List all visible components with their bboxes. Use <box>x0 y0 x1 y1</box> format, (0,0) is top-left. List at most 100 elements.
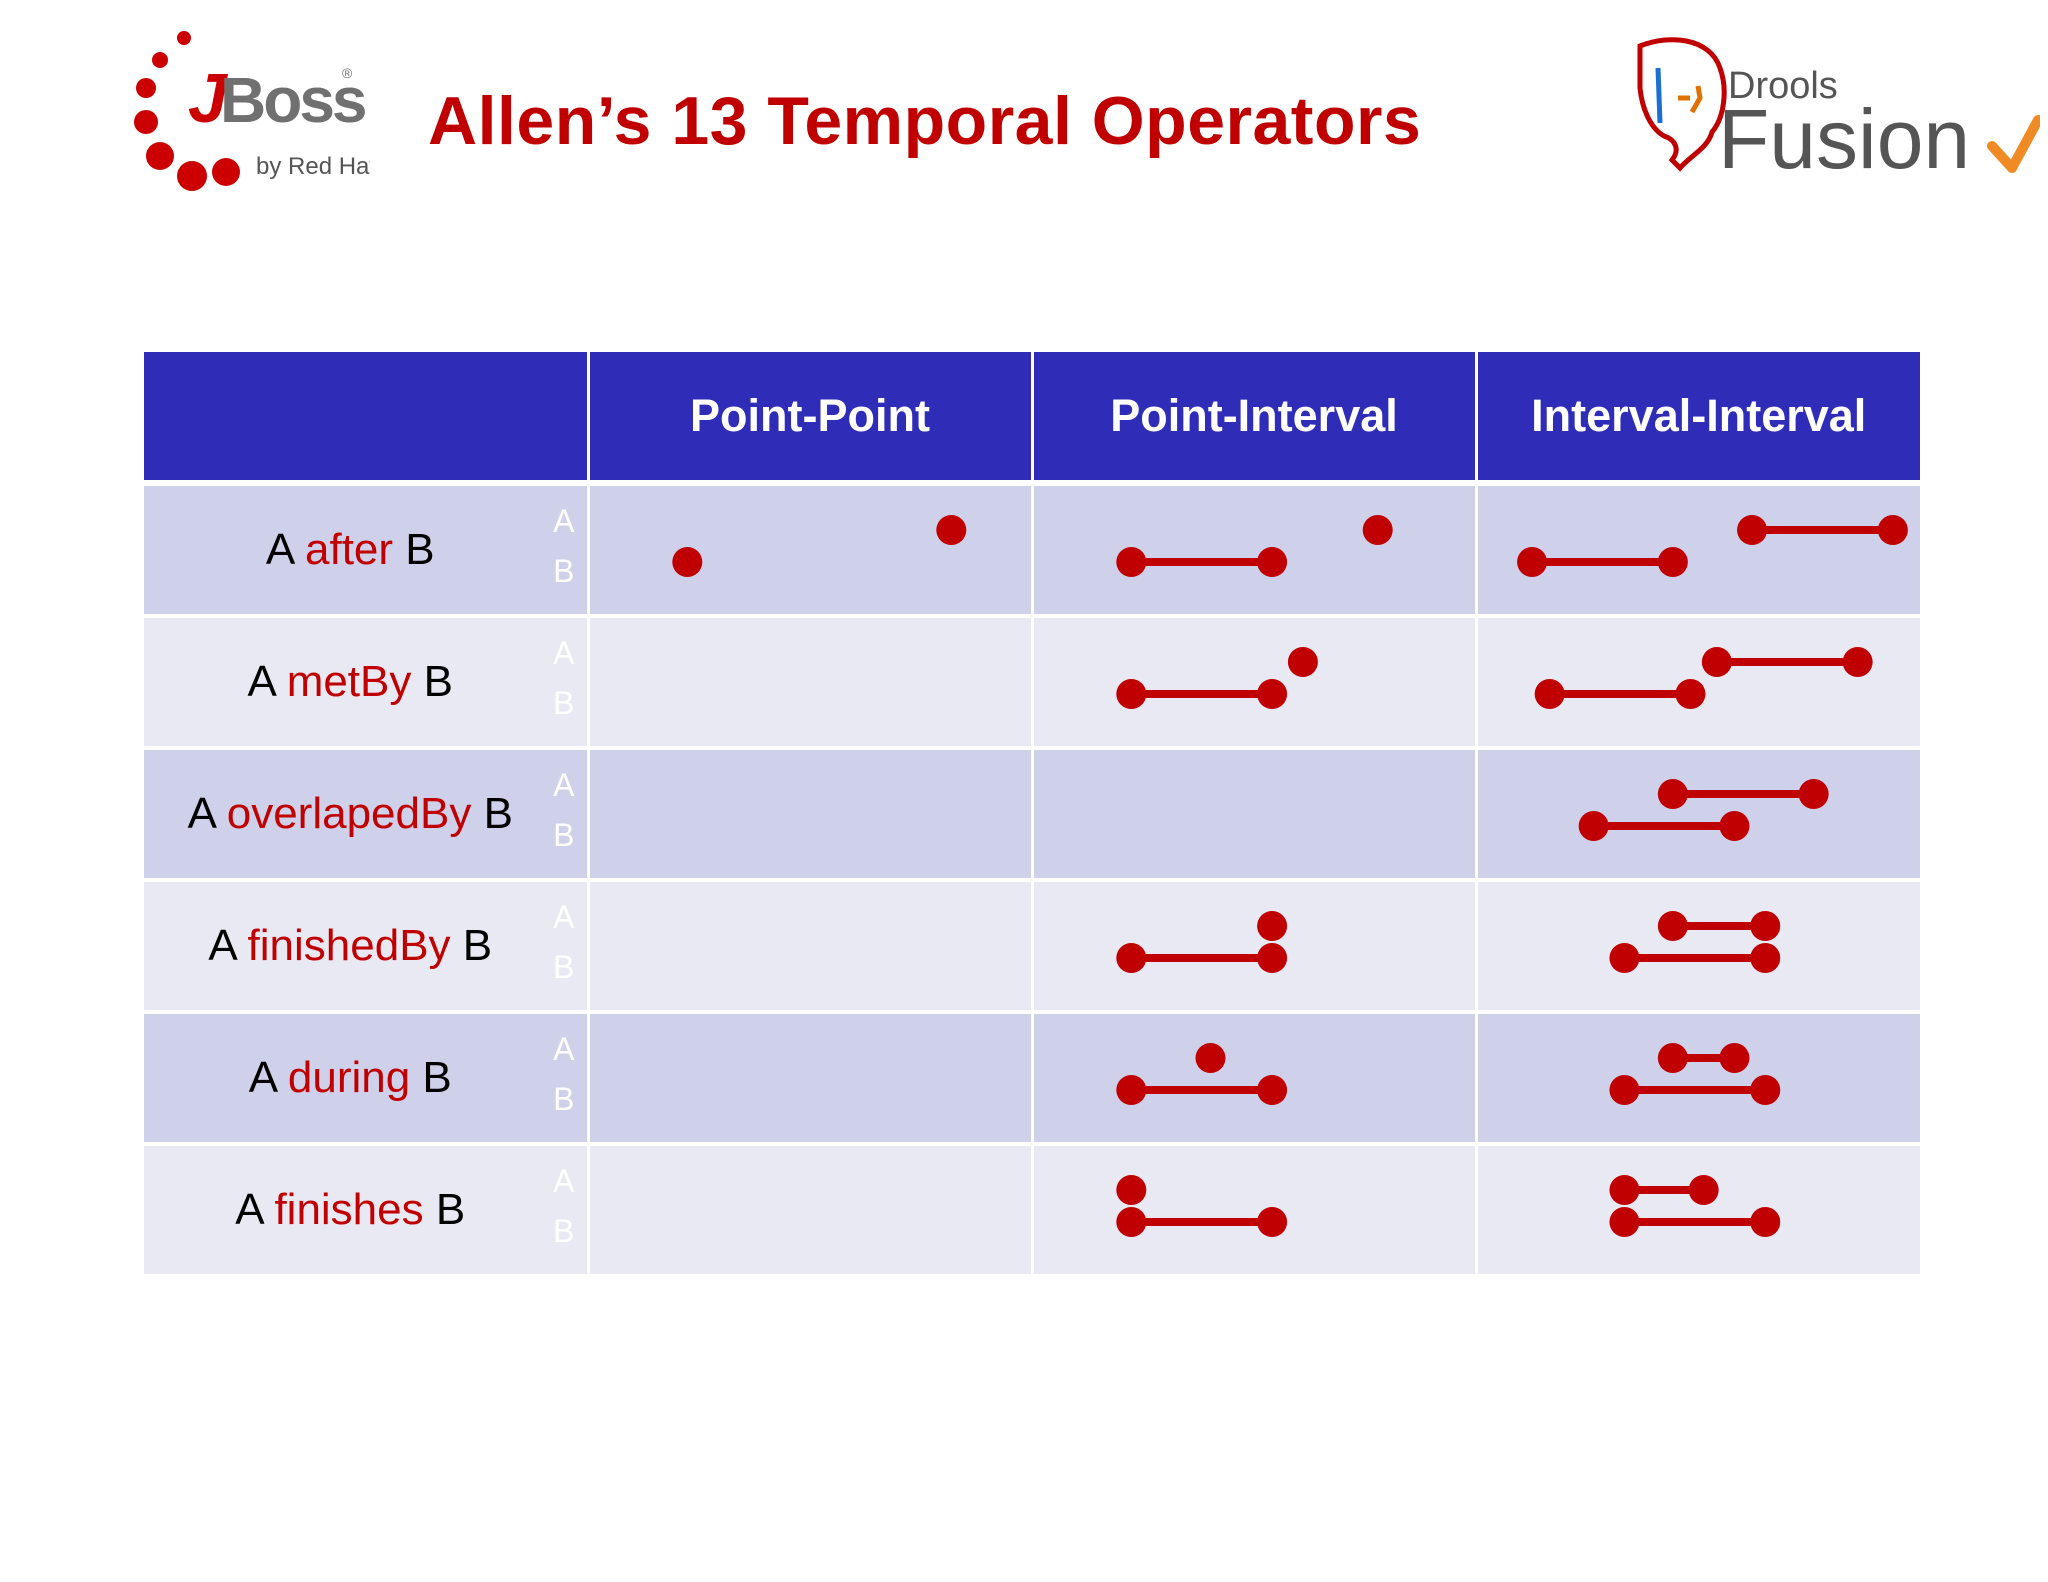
header-point-interval: Point-Interval <box>1032 352 1478 486</box>
event-b-point <box>1256 679 1287 709</box>
event-a-point <box>1749 911 1780 941</box>
svg-text:®: ® <box>342 65 353 81</box>
operand-a: A <box>247 657 287 706</box>
event-b-point <box>1115 679 1146 709</box>
svg-text:J: J <box>188 59 229 137</box>
operator-label: A finishes B <box>144 1185 587 1235</box>
event-b-point <box>1115 547 1146 577</box>
event-b-point <box>1718 811 1749 841</box>
interval-interval-diagram <box>1516 515 1908 577</box>
event-b-point <box>1657 547 1688 577</box>
operator-name: after <box>305 525 394 574</box>
jboss-subtitle: by Red Hat <box>256 153 370 180</box>
jboss-logo: J Boss ® by Red Hat <box>134 31 370 191</box>
point-interval-diagram <box>1115 1043 1287 1105</box>
event-a-point <box>1736 515 1767 545</box>
legend-a: A <box>553 1031 575 1067</box>
event-a-point <box>1608 1175 1639 1205</box>
logo-dot <box>134 110 158 134</box>
event-b-point <box>1256 1075 1287 1105</box>
interval-interval-diagram <box>1578 779 1829 841</box>
point-point-cell <box>588 1144 1034 1278</box>
event-a-point <box>1657 1043 1688 1073</box>
logo-dot <box>146 142 174 170</box>
event-b-point <box>1608 943 1639 973</box>
operator-name: during <box>287 1053 411 1102</box>
event-b-point <box>1115 1207 1146 1237</box>
interval-interval-diagram <box>1608 1043 1780 1105</box>
legend-a: A <box>553 1163 575 1199</box>
header-row: Point-Point Point-Interval Interval-Inte… <box>144 352 1920 486</box>
point-point-cell <box>588 616 1034 750</box>
operator-label: A metBy B <box>144 657 587 707</box>
operator-name: overlapedBy <box>226 789 472 838</box>
event-b-point <box>1256 943 1287 973</box>
operand-b: B <box>411 657 453 706</box>
operator-name: metBy <box>286 657 412 706</box>
operand-a: A <box>265 525 306 574</box>
event-a-point <box>1701 647 1732 677</box>
checkmark-icon <box>1987 115 2040 173</box>
operand-b: B <box>393 525 435 574</box>
operator-name: finishedBy <box>247 921 451 970</box>
face-icon <box>1637 37 1727 172</box>
operator-label: A after B <box>144 525 587 575</box>
event-a-point <box>935 515 966 545</box>
point-interval-diagram <box>1115 647 1318 709</box>
event-b-point <box>1749 1207 1780 1237</box>
event-b-point <box>1256 547 1287 577</box>
operand-a: A <box>248 1053 288 1102</box>
event-b-point <box>1608 1075 1639 1105</box>
event-a-point <box>1877 515 1908 545</box>
legend-b: B <box>553 817 575 853</box>
event-a-point <box>1195 1043 1225 1073</box>
operand-a: A <box>208 921 248 970</box>
interval-interval-cell <box>1476 616 1920 750</box>
logo-dot <box>177 161 207 191</box>
operator-label: A finishedBy B <box>144 921 587 971</box>
event-a-point <box>1362 515 1393 545</box>
event-a-point <box>1256 911 1287 941</box>
point-point-diagram <box>671 515 966 577</box>
event-b-point <box>1534 679 1565 709</box>
legend-b: B <box>553 553 575 589</box>
interval-interval-cell <box>1476 1144 1920 1278</box>
operators-table: Point-Point Point-Interval Interval-Inte… <box>144 352 1920 1278</box>
event-a-point <box>1718 1043 1749 1073</box>
event-b-point <box>1115 943 1146 973</box>
interval-interval-diagram <box>1608 1175 1780 1237</box>
event-a-point <box>1688 1175 1719 1205</box>
logo-dot <box>177 31 191 45</box>
event-b-point <box>671 547 702 577</box>
event-b-point <box>1578 811 1609 841</box>
legend-b: B <box>553 685 575 721</box>
point-interval-cell <box>1032 483 1478 618</box>
event-b-point <box>1516 547 1547 577</box>
header-empty <box>144 352 590 486</box>
legend-b: B <box>553 1213 575 1249</box>
point-point-cell <box>588 483 1034 618</box>
svg-text:Boss: Boss <box>220 64 365 136</box>
interval-interval-cell <box>1476 880 1920 1014</box>
event-b-point <box>1749 1075 1780 1105</box>
point-interval-diagram <box>1115 1175 1287 1237</box>
event-b-point <box>1749 943 1780 973</box>
event-b-point <box>1115 1075 1146 1105</box>
event-a-point <box>1842 647 1873 677</box>
point-interval-cell <box>1032 748 1478 882</box>
point-interval-cell <box>1032 1012 1478 1146</box>
legend-a: A <box>553 635 575 671</box>
operator-label: A overlapedBy B <box>144 789 587 839</box>
